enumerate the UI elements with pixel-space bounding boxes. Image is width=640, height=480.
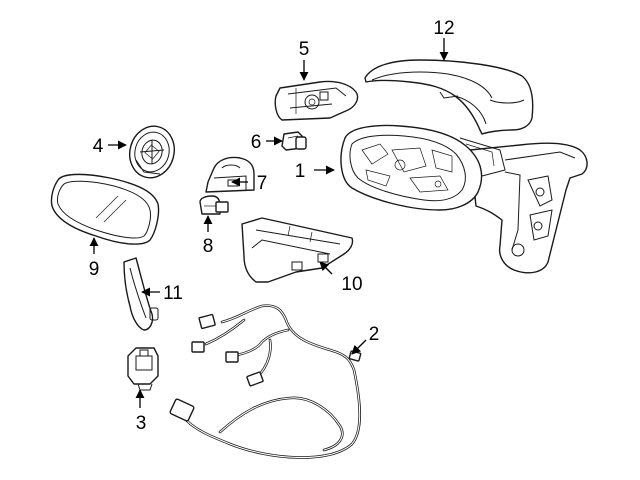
part-9-mirror-glass[interactable]	[50, 173, 160, 245]
callout-5: 5	[299, 39, 310, 60]
callout-7: 7	[257, 173, 268, 194]
part-3-connector[interactable]	[127, 347, 159, 391]
callout-labels: 1 2 3 4 5 6 7 8 9 10 11 12	[89, 18, 455, 434]
leader-lines	[89, 38, 449, 408]
callout-12: 12	[433, 18, 454, 39]
part-7-lamp-housing[interactable]	[205, 156, 255, 193]
callout-6: 6	[251, 132, 262, 153]
part-12-mirror-cap[interactable]	[364, 59, 534, 135]
callout-2: 2	[369, 324, 380, 345]
part-6-socket[interactable]	[281, 131, 307, 151]
part-2-wiring-harness[interactable]	[169, 304, 362, 459]
part-4-glass-motor[interactable]	[124, 121, 180, 183]
callout-3: 3	[136, 413, 147, 434]
leader-10	[319, 261, 333, 275]
part-8-bulb[interactable]	[199, 195, 229, 215]
callout-1: 1	[295, 161, 306, 182]
callout-10: 10	[341, 274, 362, 295]
part-1-mirror-housing[interactable]	[340, 124, 588, 274]
part-10-lower-cover[interactable]	[241, 217, 354, 283]
part-11-turn-signal[interactable]	[123, 257, 159, 331]
callout-11: 11	[163, 283, 183, 304]
leader-2	[351, 339, 367, 355]
callout-9: 9	[89, 259, 100, 280]
callout-4: 4	[93, 136, 104, 157]
part-5-actuator-bracket[interactable]	[274, 80, 359, 121]
callout-8: 8	[203, 236, 214, 257]
